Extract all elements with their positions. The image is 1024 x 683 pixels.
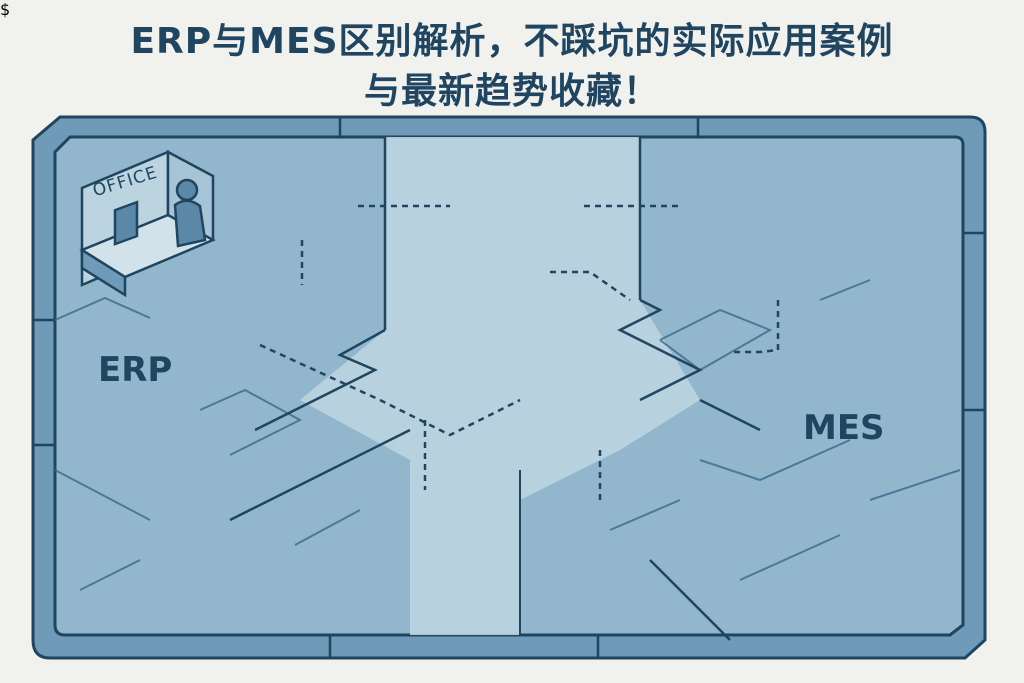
dollar-sign-icon: $: [0, 0, 11, 19]
page-title-line-2: 与最新趋势收藏！: [363, 71, 660, 112]
page-title-line-1: ERP与MES区别解析，不踩坑的实际应用案例: [130, 21, 894, 62]
office-worker-icon: [79, 149, 216, 298]
erp-zone-label: ERP: [98, 350, 173, 390]
center-zone: [300, 137, 700, 635]
mes-zone-label: MES: [803, 408, 885, 448]
